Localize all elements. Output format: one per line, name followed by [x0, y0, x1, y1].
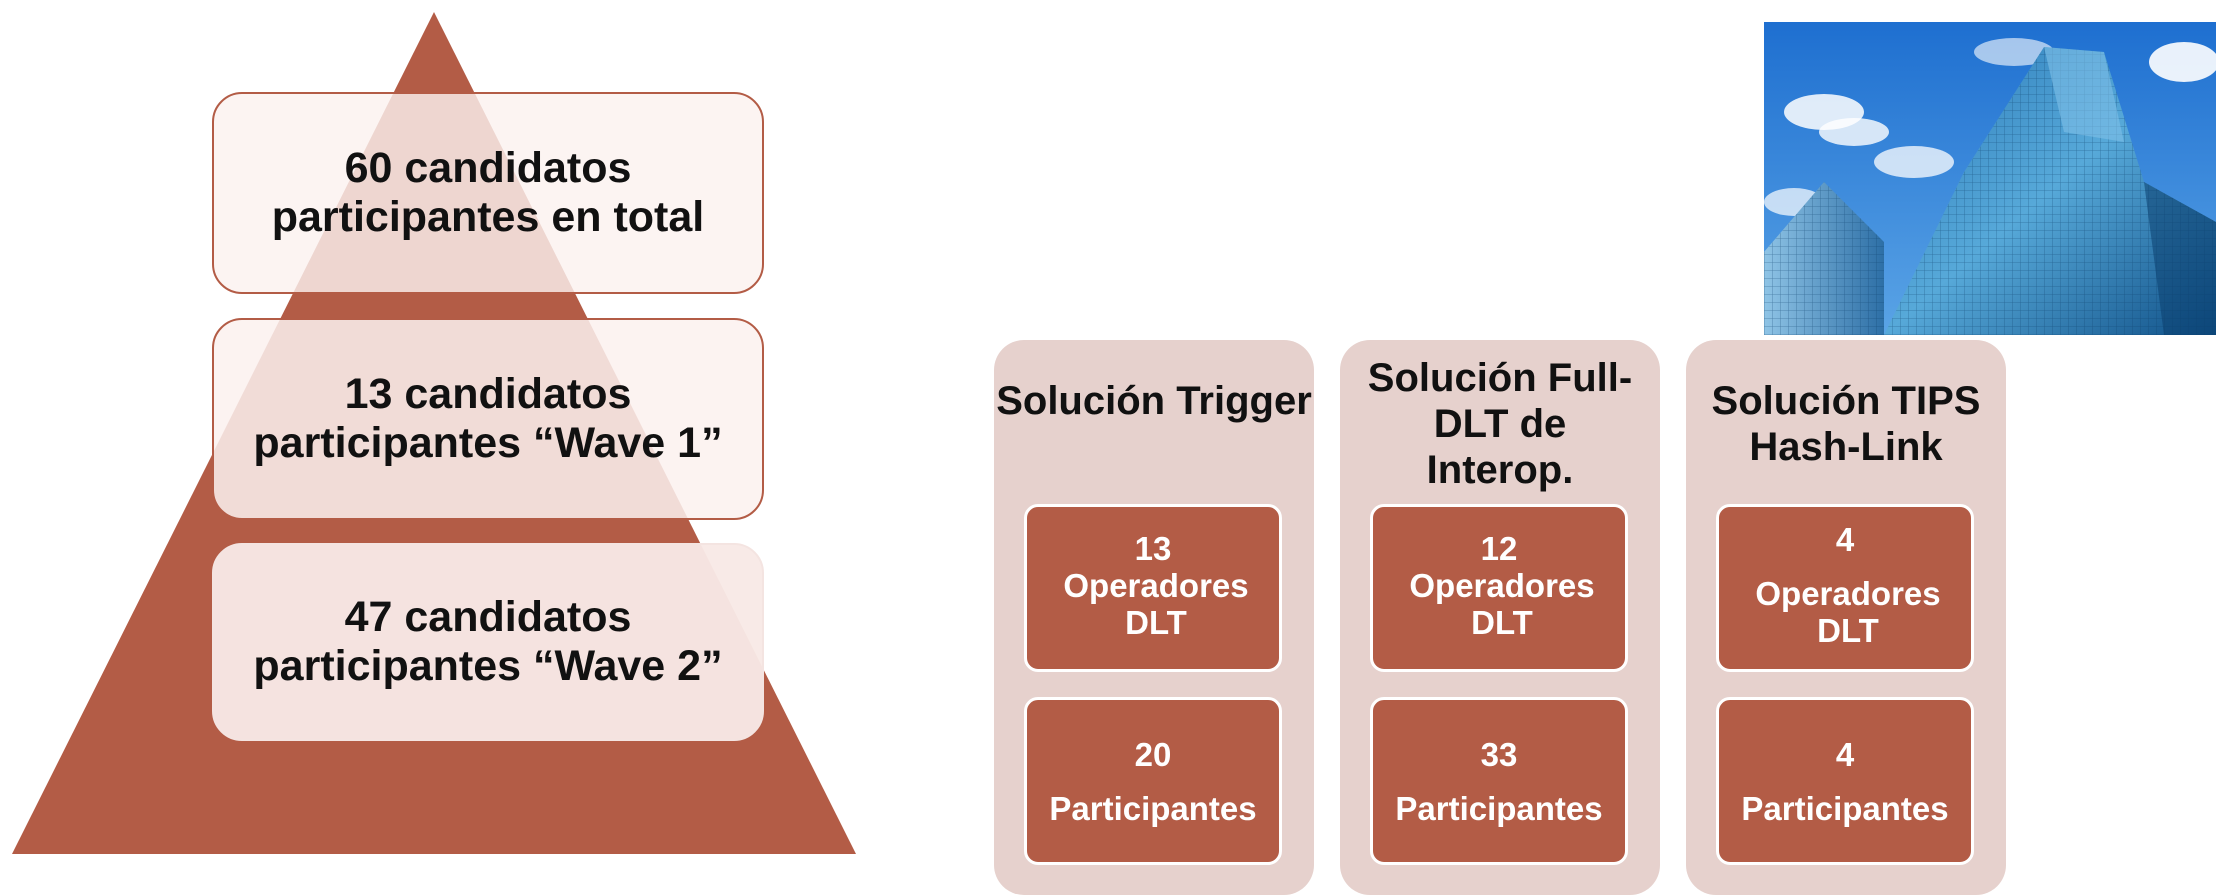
pyramid-level-wave-2: 47 candidatos participantes “Wave 2”	[212, 543, 764, 741]
solution-title: Solución TIPS Hash-Link	[1711, 379, 1981, 469]
solution-title: Solución Full-DLT de Interop.	[1367, 356, 1633, 492]
participants-card: 33 Participantes	[1370, 697, 1628, 865]
participants-label: Participantes	[1741, 790, 1949, 827]
operators-count: 4	[1835, 521, 1855, 558]
participants-card: 4 Participantes	[1716, 697, 1974, 865]
solution-trigger-panel: Solución Trigger 13 Operadores DLT 20 Pa…	[994, 340, 1314, 895]
solution-full-dlt-panel: Solución Full-DLT de Interop. 12 Operado…	[1340, 340, 1660, 895]
operators-card: 12 Operadores DLT	[1370, 504, 1628, 672]
pyramid-level-total: 60 candidatos participantes en total	[212, 92, 764, 294]
solution-tips-hash-link-panel: Solución TIPS Hash-Link 4 Operadores DLT…	[1686, 340, 2006, 895]
solution-title: Solución Trigger	[996, 379, 1312, 423]
pyramid-level-wave-1: 13 candidatos participantes “Wave 1”	[212, 318, 764, 520]
operators-card: 4 Operadores DLT	[1716, 504, 1974, 672]
operators-label: Operadores DLT	[1063, 567, 1249, 641]
participants-count: 4	[1835, 736, 1855, 773]
participants-count: 33	[1480, 736, 1518, 773]
operators-card: 13 Operadores DLT	[1024, 504, 1282, 672]
pyramid-level-total-text: 60 candidatos participantes en total	[271, 144, 705, 241]
pyramid-level-wave-2-text: 47 candidatos participantes “Wave 2”	[253, 593, 723, 690]
participants-count: 20	[1134, 736, 1172, 773]
pyramid-level-wave-1-text: 13 candidatos participantes “Wave 1”	[253, 370, 723, 467]
participants-card: 20 Participantes	[1024, 697, 1282, 865]
operators-count: 13	[1134, 530, 1172, 567]
participants-label: Participantes	[1049, 790, 1257, 827]
participants-label: Participantes	[1395, 790, 1603, 827]
skyscraper-photo	[1764, 22, 2216, 335]
operators-count: 12	[1480, 530, 1518, 567]
operators-label: Operadores DLT	[1409, 567, 1595, 641]
operators-label: Operadores DLT	[1755, 575, 1941, 649]
